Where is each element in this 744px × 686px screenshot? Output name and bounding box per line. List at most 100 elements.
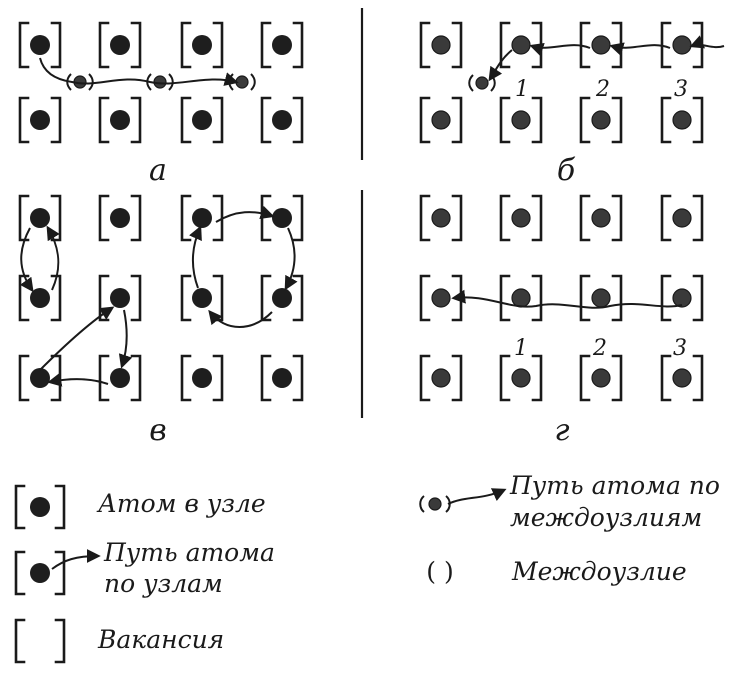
v-ring-2 (118, 309, 133, 369)
panel-label-b: б (557, 153, 576, 188)
atom (272, 288, 292, 308)
atom (591, 35, 611, 55)
atom (30, 35, 50, 55)
g-cell-row2-3 (579, 274, 623, 322)
panel-label-g: г (554, 413, 569, 448)
g-cell-row3-4 (660, 354, 704, 402)
v-cell-row1-3 (180, 194, 224, 242)
atom (110, 368, 130, 388)
atom (672, 288, 692, 308)
legend-path-interstitial-label-1: Путь атома по (509, 471, 720, 500)
atom (672, 110, 692, 130)
atom (591, 208, 611, 228)
b-number-1: 1 (515, 77, 529, 102)
atom (672, 368, 692, 388)
g-cell-row2-2 (499, 274, 543, 322)
atom (672, 35, 692, 55)
g-cell-row3-2 (499, 354, 543, 402)
b-cell-bottom-1 (419, 96, 463, 144)
b-cell-top-3 (579, 21, 623, 69)
atom (192, 110, 212, 130)
atom (591, 288, 611, 308)
v-cell-row1-2 (98, 194, 142, 242)
b-path-3 (609, 42, 671, 56)
atom (431, 35, 451, 55)
a-cell-bottom-2 (98, 96, 142, 144)
atom (591, 368, 611, 388)
atom (511, 110, 531, 130)
legend-path-by-sites-label-1: Путь атома (103, 538, 275, 567)
legend-vacancy-symbol (14, 618, 66, 664)
atom (272, 110, 292, 130)
a-cell-top-3 (180, 21, 224, 69)
b-path-2 (529, 42, 591, 57)
g-cell-row3-1 (419, 354, 463, 402)
v-ring4-1 (215, 205, 275, 223)
b-cell-bottom-3 (579, 96, 623, 144)
v-cell-row3-2 (98, 354, 142, 402)
atom (30, 208, 50, 228)
a-cell-bottom-4 (260, 96, 304, 144)
atom (511, 208, 531, 228)
legend-interstitial-label: Междоузлие (511, 557, 687, 586)
v-exchange-up (46, 225, 60, 291)
v-exchange-down (19, 227, 34, 293)
a-interstitial-path (39, 57, 239, 86)
a-cell-top-1 (18, 21, 62, 69)
g-cell-row1-4 (660, 194, 704, 242)
atom (30, 368, 50, 388)
g-number-3: 3 (673, 336, 687, 361)
panel-label-a: а (149, 153, 167, 188)
atom (192, 368, 212, 388)
a-cell-bottom-3 (180, 96, 224, 144)
v-cell-row1-4 (260, 194, 304, 242)
g-cell-row3-3 (579, 354, 623, 402)
atom (110, 288, 130, 308)
v-ring4-3 (208, 309, 273, 328)
atom (110, 208, 130, 228)
v-cell-row3-3 (180, 354, 224, 402)
g-number-1: 1 (514, 336, 528, 361)
v-ring4-2 (284, 227, 298, 291)
a-cell-top-4 (260, 21, 304, 69)
atom (30, 288, 50, 308)
legend-atom-in-site-symbol (14, 484, 66, 530)
g-number-2: 2 (592, 336, 607, 361)
atom (431, 368, 451, 388)
atom (511, 368, 531, 388)
b-cell-top-1 (419, 21, 463, 69)
legend-path-by-sites-label-2: по узлам (104, 569, 223, 598)
b-cell-bottom-4 (660, 96, 704, 144)
g-cell-row2-1 (419, 274, 463, 322)
atom (591, 110, 611, 130)
atom (431, 110, 451, 130)
v-cell-row3-4 (260, 354, 304, 402)
atom (272, 35, 292, 55)
atom (511, 288, 531, 308)
a-cell-bottom-1 (18, 96, 62, 144)
atom (272, 208, 292, 228)
legend-atom-in-site-label: Атом в узле (96, 489, 266, 518)
v-cell-row3-1 (18, 354, 62, 402)
panel-label-v: в (149, 413, 166, 448)
a-cell-top-2 (98, 21, 142, 69)
atom (511, 35, 531, 55)
atom (192, 288, 212, 308)
atom (192, 35, 212, 55)
atom (30, 110, 50, 130)
b-path-in (689, 35, 725, 49)
g-crowdion-path (451, 289, 683, 309)
atom (672, 208, 692, 228)
legend-path-by-sites-symbol (14, 549, 101, 596)
b-cell-top-2 (499, 21, 543, 69)
legend-path-interstitial-symbol (419, 488, 507, 513)
g-cell-row1-1 (419, 194, 463, 242)
b-interstitial (468, 74, 496, 92)
b-number-3: 3 (674, 77, 688, 102)
g-cell-row1-3 (579, 194, 623, 242)
b-number-2: 2 (595, 77, 610, 102)
g-cell-row2-4 (660, 274, 704, 322)
v-cell-row2-4 (260, 274, 304, 322)
atom (110, 110, 130, 130)
